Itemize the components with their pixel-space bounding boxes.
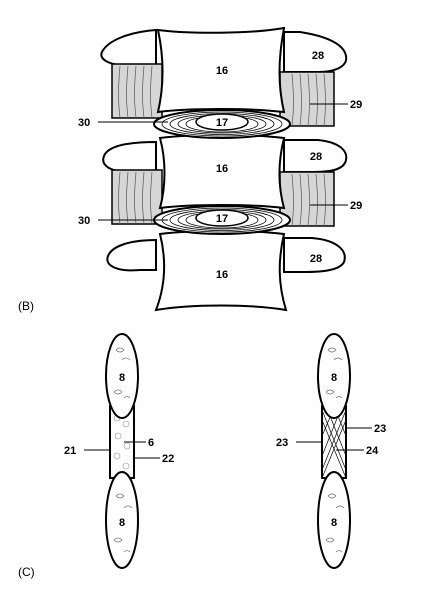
label-ligament-right-upper: 29 [350, 99, 362, 111]
left-process-middle [102, 140, 157, 173]
left-ligament-lower [111, 169, 163, 225]
vertebral-column [100, 26, 348, 312]
left-process-bottom [106, 238, 157, 272]
label-disc-lower: 17 [216, 213, 228, 225]
label-outer-left-23: 23 [276, 437, 288, 449]
right-ligament-upper [279, 71, 335, 127]
nucleus-shapes [195, 113, 249, 227]
label-fibrocartilage: 24 [366, 445, 379, 457]
label-annulus-lower: 30 [78, 215, 90, 227]
label-vertebral-body-lower: 16 [216, 269, 228, 281]
label-process-right-middle: 28 [310, 151, 322, 163]
panel-label-c: (C) [18, 565, 35, 579]
cartilage-texture-left [113, 414, 131, 470]
label-bone-top-right: 8 [331, 372, 337, 384]
label-ligament-right-lower: 29 [350, 200, 362, 212]
bone-top-right [317, 333, 351, 419]
label-process-right-bottom: 28 [310, 253, 322, 265]
joint-left: 8 8 6 21 22 [64, 333, 174, 569]
label-outer-left: 21 [64, 445, 76, 457]
right-process-bottom [283, 237, 346, 273]
label-vertebral-body-upper: 16 [216, 65, 228, 77]
panel-label-b: (B) [18, 299, 34, 313]
label-bone-top-left: 8 [119, 372, 125, 384]
label-vertebral-body-middle: 16 [216, 163, 228, 175]
label-cartilage: 6 [148, 437, 154, 449]
bone-texture-left [113, 347, 133, 553]
bone-bottom-right [317, 471, 351, 569]
label-outer-right: 22 [162, 453, 174, 465]
label-outer-right-23: 23 [374, 423, 386, 435]
left-process-top [100, 28, 157, 67]
bone-top-left [105, 333, 139, 419]
nucleus-upper [195, 113, 249, 131]
bone-bottom-left [105, 471, 139, 569]
label-process-right-top: 28 [312, 50, 324, 62]
label-bone-bottom-right: 8 [331, 517, 337, 529]
label-bone-bottom-left: 8 [119, 517, 125, 529]
label-disc-upper: 17 [216, 117, 228, 129]
vertebral-body-upper [156, 26, 286, 114]
label-annulus-upper: 30 [78, 117, 90, 129]
joint-right: 8 8 23 23 24 [276, 333, 386, 569]
bone-texture-right [325, 347, 345, 553]
nucleus-lower [195, 209, 249, 227]
